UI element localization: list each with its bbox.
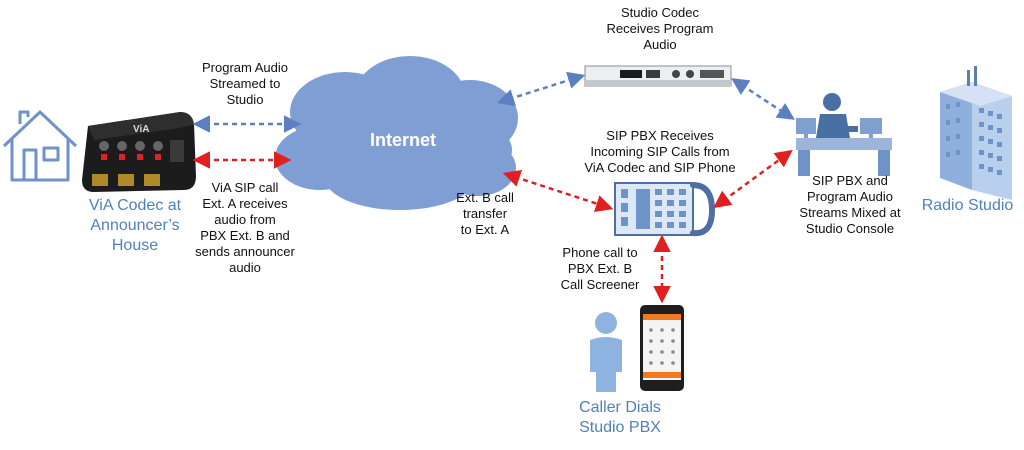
studio-codec-receives-label: Studio Codec Receives Program Audio xyxy=(606,5,714,52)
arrow-internet-to-pbx xyxy=(502,170,614,212)
arrow-internet-to-rack-codec xyxy=(496,71,586,107)
sip-pbx-phone-icon xyxy=(614,182,716,237)
via-codec-location-label: ViA Codec at Announcer’s House xyxy=(88,197,182,254)
program-audio-streamed-label: Program Audio Streamed to Studio xyxy=(202,60,288,107)
phone-call-label: Phone call to PBX Ext. B Call Screener xyxy=(560,245,640,292)
arrow-pbx-to-console xyxy=(713,149,793,209)
building-icon xyxy=(940,66,1012,200)
via-brand-label: ViA xyxy=(133,124,150,135)
person-icon xyxy=(590,312,622,392)
arrow-rack-codec-to-console xyxy=(731,78,795,120)
studio-console-icon xyxy=(796,93,892,176)
via-sip-call-label: ViA SIP call Ext. A receives audio from … xyxy=(195,180,295,275)
internet-label: Internet xyxy=(370,130,437,150)
sip-pbx-mixed-label: SIP PBX and Program Audio Streams Mixed … xyxy=(799,173,901,236)
house-icon xyxy=(2,110,78,182)
rack-codec-device xyxy=(584,65,732,87)
internet-cloud xyxy=(275,56,518,210)
caller-dials-label: Caller Dials Studio PBX xyxy=(579,399,661,436)
smartphone-icon xyxy=(640,305,684,391)
sip-pbx-receives-label: SIP PBX Receives Incoming SIP Calls from… xyxy=(584,128,736,175)
radio-studio-label: Radio Studio xyxy=(921,197,1014,214)
ext-b-transfer-label: Ext. B call transfer to Ext. A xyxy=(456,190,514,237)
via-codec-device: ViA xyxy=(82,112,196,192)
